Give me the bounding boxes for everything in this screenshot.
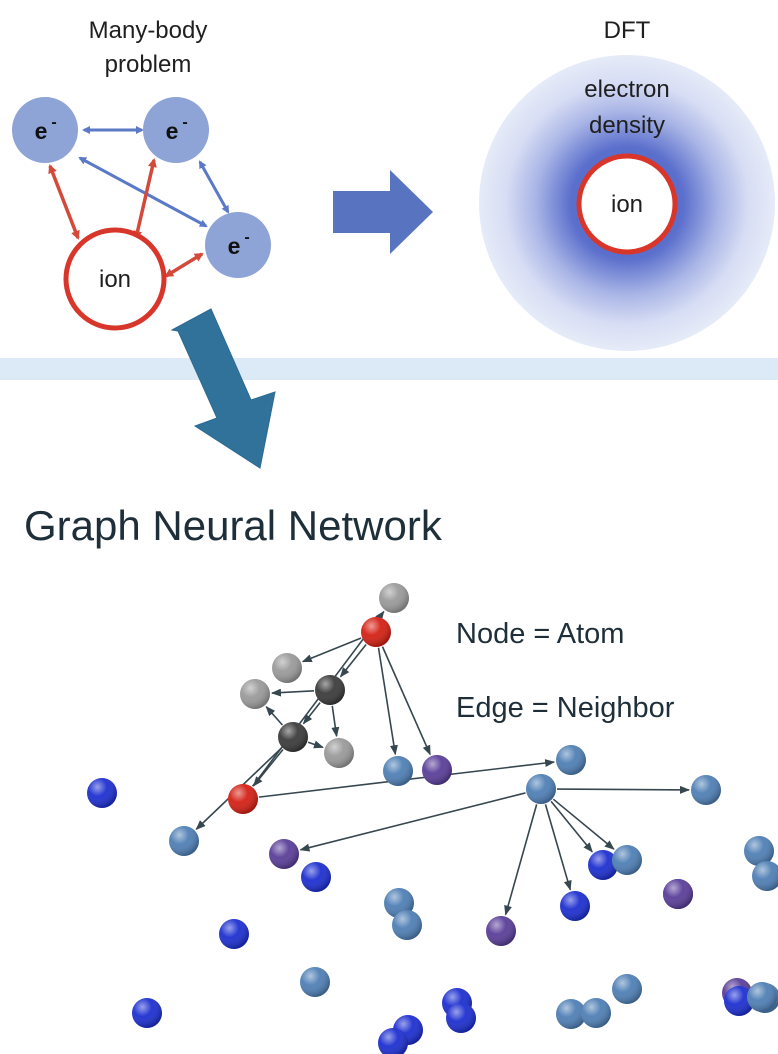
atom-node-h4 [324,738,354,768]
atom-node-h2 [272,653,302,683]
atom-node-p1 [422,755,452,785]
graph-edge-b4-d2 [550,800,593,853]
graph-edge-c2-h4 [307,740,324,749]
dft-panel: DFT electron density ion [479,17,775,351]
graph-edge-b4-b5 [556,785,691,794]
atom-node-b11 [300,967,330,997]
atom-node-o1 [361,617,391,647]
graph-edge-o1-c1 [339,644,367,678]
atom-node-h1 [379,583,409,613]
legend-edge-definition: Edge = Neighbor [456,692,675,724]
atom-node-c2 [278,722,308,752]
svg-text:e: e [35,118,48,144]
graph-edge-b4-d3 [544,804,572,891]
svg-text:ion: ion [99,266,131,293]
graph-edge-c2-h3 [265,705,284,726]
graph-edge-o1-b1 [377,647,398,756]
electron-node: e - [12,97,78,163]
atom-node-b10 [392,910,422,940]
atom-node-p4 [663,879,693,909]
attraction-arrow-e1-ion [48,164,80,240]
svg-text:ion: ion [611,191,643,218]
section-divider [0,358,778,380]
atom-node-b1 [383,756,413,786]
graph-edge-c1-c2 [302,702,321,725]
atom-node-d1 [87,778,117,808]
atom-node-d9 [446,1003,476,1033]
atom-node-d12 [378,1028,408,1054]
legend-node-definition: Node = Atom [456,618,624,650]
many-body-title-line2: problem [105,51,192,78]
atom-node-d7 [132,998,162,1028]
atom-node-b14 [612,974,642,1004]
atom-node-c1 [315,675,345,705]
atom-node-b2 [169,826,199,856]
atom-node-d4 [219,919,249,949]
attraction-arrow-e3-ion [164,252,204,278]
attraction-arrow-e2-ion [133,158,157,240]
down-arrow-icon [170,308,276,469]
atom-node-h3 [240,679,270,709]
graph-edge-c1-h3 [270,688,315,697]
graph-atoms [87,583,778,1054]
repulsion-arrow-e1-e3 [78,156,208,228]
atom-node-p3 [486,916,516,946]
atom-node-d2 [588,850,618,880]
atom-node-d5 [301,862,331,892]
repulsion-arrow-e2-e3 [198,160,230,214]
ion-node: ion [576,153,678,255]
graph-edge-b4-b6 [552,798,615,850]
graph-edge-o1-p1 [381,646,431,756]
atom-node-b5 [691,775,721,805]
many-body-panel: Many-body problem e - e - e - ion [12,17,271,331]
atom-node-d11 [724,986,754,1016]
svg-text:e: e [166,118,179,144]
atom-node-d3 [560,891,590,921]
svg-text:-: - [182,114,187,131]
atom-node-b8 [744,836,774,866]
dft-title: DFT [604,17,651,44]
transform-arrow-icon [333,170,433,254]
many-body-title-line1: Many-body [89,17,208,44]
electron-node: e - [205,212,271,278]
svg-text:-: - [244,229,249,246]
graph-edge-c1-h4 [331,705,340,738]
atom-node-b6 [612,845,642,875]
atom-node-b13 [581,998,611,1028]
atom-node-b12 [556,999,586,1029]
atom-node-b3 [556,745,586,775]
graph-edge-b4-p2 [299,792,526,852]
density-label-line2: density [589,112,665,139]
svg-text:-: - [51,114,56,131]
graph-edge-o1-h2 [301,637,362,663]
graph-edge-c2-o2 [253,748,284,787]
ion-node: ion [63,227,167,331]
atom-node-o2 [228,784,258,814]
atom-node-b9 [752,861,778,891]
density-label-line1: electron [584,76,669,103]
atom-node-b4 [526,774,556,804]
graph-edge-b4-p3 [504,804,538,916]
atom-node-p2 [269,839,299,869]
electron-node: e - [143,97,209,163]
svg-text:e: e [228,233,241,259]
atom-node-b17 [747,982,777,1012]
gnn-title: Graph Neural Network [24,502,443,549]
